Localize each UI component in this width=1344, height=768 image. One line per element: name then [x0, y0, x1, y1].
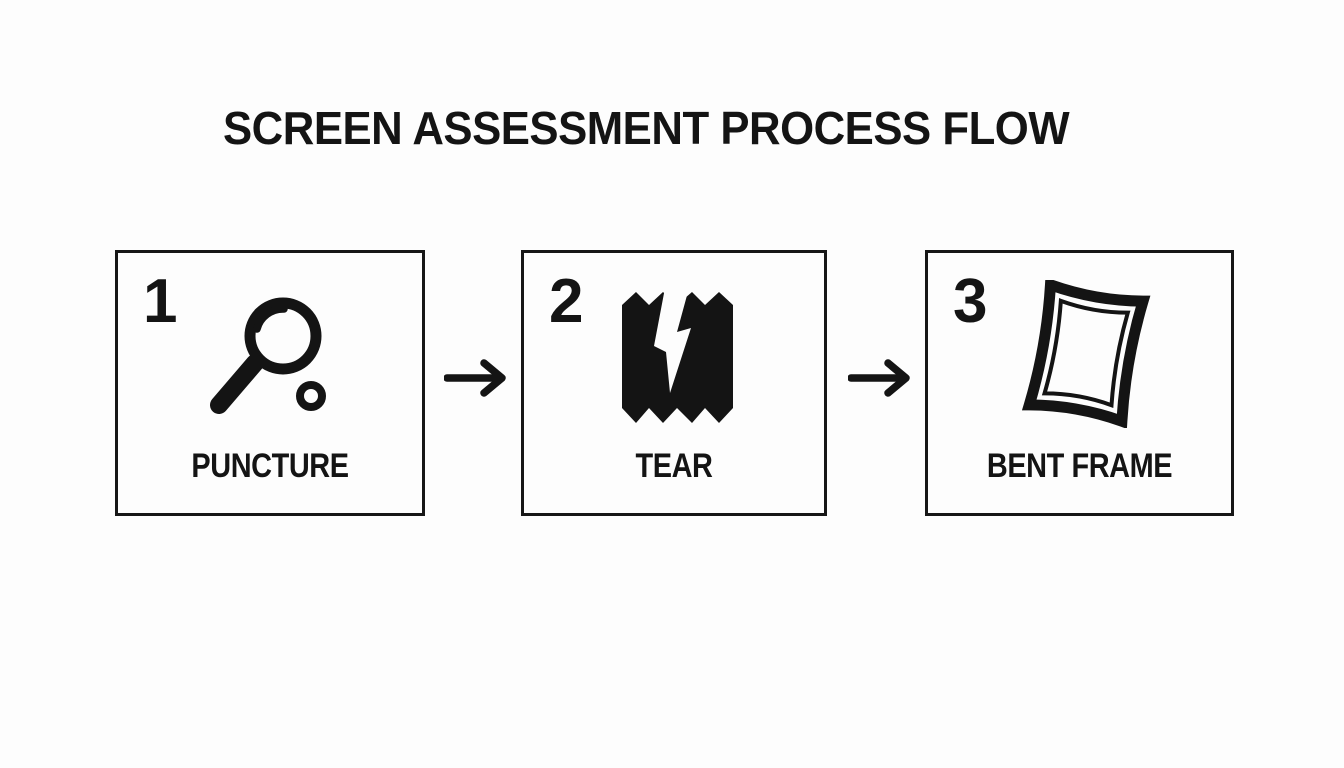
step-number: 1 [143, 267, 178, 336]
step-label: TEAR [635, 447, 713, 485]
torn-material-icon [622, 290, 733, 423]
step-label: BENT FRAME [986, 447, 1173, 485]
step-number: 2 [549, 267, 584, 336]
magnifier-search-icon [210, 297, 326, 414]
bent-frame-icon [1021, 280, 1151, 428]
arrow-right-icon [444, 359, 506, 397]
step-label: PUNCTURE [191, 447, 349, 485]
step-box-tear: 2 TEAR [521, 250, 827, 516]
step-number: 3 [953, 267, 988, 336]
step-box-puncture: 1 PUNCTURE [115, 250, 425, 516]
arrow-right-icon [848, 359, 910, 397]
diagram-title: SCREEN ASSESSMENT PROCESS FLOW [223, 102, 1070, 154]
step-box-bent-frame: 3 BENT FRAME [925, 250, 1234, 516]
